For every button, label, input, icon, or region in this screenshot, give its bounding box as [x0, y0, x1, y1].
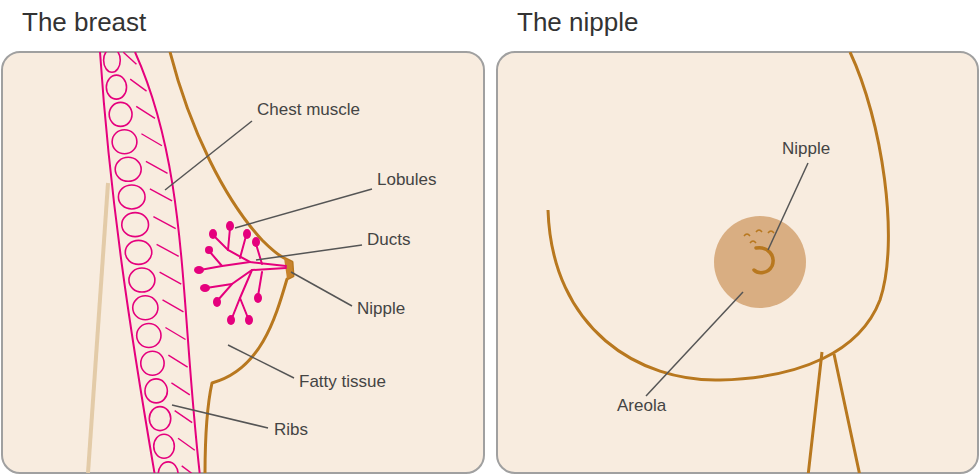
panel-title: The breast [22, 8, 146, 37]
panel-border [497, 52, 978, 473]
nipple-shape [754, 248, 773, 273]
areola-shape [714, 216, 806, 308]
part-label: Fatty tissue [299, 372, 386, 392]
part-label: Ducts [367, 230, 410, 250]
part-label: Chest muscle [257, 100, 360, 120]
part-label: Nipple [357, 299, 405, 319]
part-label: Lobules [377, 170, 437, 190]
part-label: Areola [617, 396, 666, 416]
panel: The nipple [497, 0, 978, 476]
body-line [88, 183, 108, 473]
rib-cage [100, 52, 155, 473]
ducts-lobules [200, 228, 286, 318]
part-label: Ribs [274, 420, 308, 440]
panel-border [2, 52, 484, 473]
breast-outline [548, 52, 888, 380]
panel-title: The nipple [517, 8, 638, 37]
panel: The breast [2, 0, 484, 476]
montgomery-glands [744, 230, 774, 243]
part-label: Nipple [782, 139, 830, 159]
lobule-dots [194, 221, 262, 325]
arm-outline [808, 352, 860, 473]
ribs [104, 52, 198, 473]
leader-line [646, 163, 808, 396]
